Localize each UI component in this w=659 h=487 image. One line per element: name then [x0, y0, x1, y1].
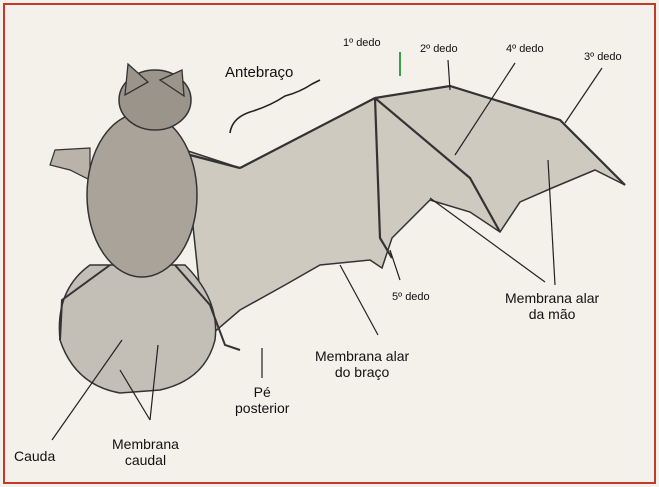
label-dedo-3: 3º dedo: [584, 51, 622, 64]
label-membrana-mao-line-1: Membrana alar: [505, 290, 599, 306]
label-pe-line-1: Pé: [235, 384, 289, 400]
label-membrana-caudal: Membrana caudal: [112, 436, 179, 468]
label-dedo-1: 1º dedo: [343, 37, 381, 50]
label-cauda: Cauda: [14, 448, 55, 464]
label-dedo-5: 5º dedo: [392, 291, 430, 304]
label-pe-posterior: Pé posterior: [235, 384, 289, 416]
label-membrana-braco-line-1: Membrana alar: [315, 348, 409, 364]
label-membrana-mao-line-2: da mão: [505, 306, 599, 322]
label-dedo-2: 2º dedo: [420, 43, 458, 56]
label-membrana-caudal-line-2: caudal: [112, 452, 179, 468]
label-dedo-4: 4º dedo: [506, 43, 544, 56]
label-membrana-braco-line-2: do braço: [315, 364, 409, 380]
label-membrana-braco: Membrana alar do braço: [315, 348, 409, 380]
label-pe-line-2: posterior: [235, 400, 289, 416]
label-membrana-mao: Membrana alar da mão: [505, 290, 599, 322]
label-antebraco: Antebraço: [225, 64, 293, 81]
label-membrana-caudal-line-1: Membrana: [112, 436, 179, 452]
bat-body: [87, 113, 197, 277]
